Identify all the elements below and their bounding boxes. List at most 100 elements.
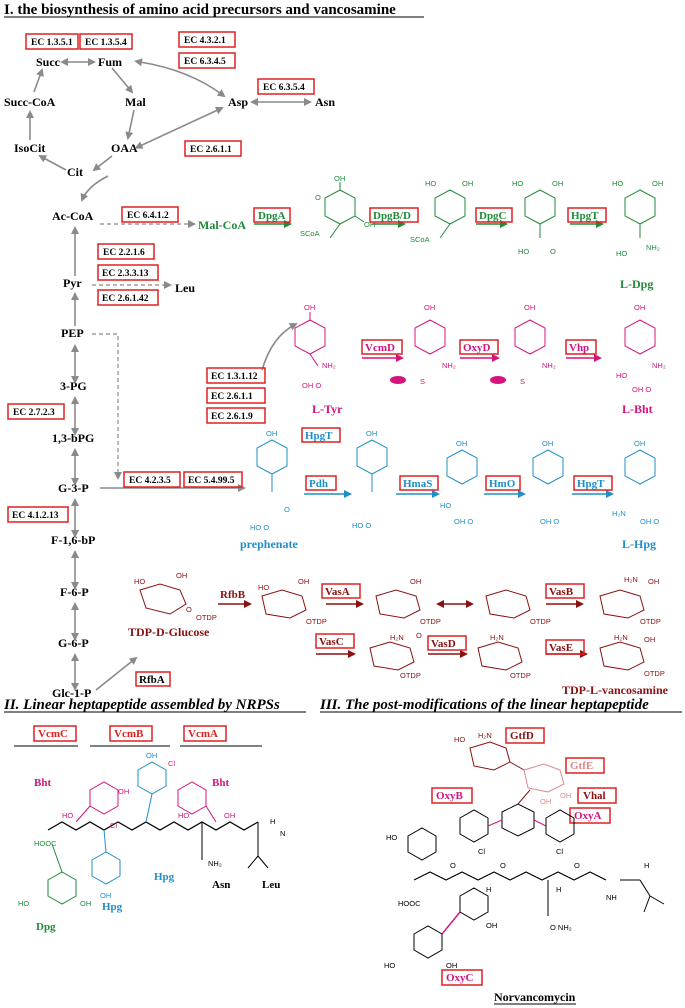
svg-text:OH: OH <box>540 797 551 806</box>
svg-text:O: O <box>450 861 456 870</box>
svg-text:N: N <box>280 829 285 838</box>
enzyme-box <box>315 633 355 649</box>
enzyme-box <box>321 583 361 599</box>
metabolite-asp: Asp <box>228 95 248 109</box>
metabolite-asn: Asn <box>315 95 335 109</box>
nrps-heptapeptide: VcmC VcmB VcmA OH Cl HO Bht OH Hpg OH Hp… <box>14 725 285 933</box>
svg-text:OH: OH <box>410 577 421 586</box>
product-l-dpg: L-Dpg <box>620 277 653 291</box>
dpg-intermediate-2: HO OH SCoA <box>410 179 473 244</box>
svg-text:OH: OH <box>652 179 663 188</box>
ec-label: EC 6.3.4.5 <box>184 57 226 67</box>
sugar-intermediate-2: OH OTDP <box>375 577 441 626</box>
l-dpg-structure: HO OH NH₂ HO <box>612 179 663 258</box>
svg-text:H₂N: H₂N <box>478 731 492 740</box>
product-l-bht: L-Bht <box>622 402 653 416</box>
enzyme-vasa: VasA <box>325 586 350 598</box>
ec-label: EC 4.2.3.5 <box>129 476 171 486</box>
svg-text:OH: OH <box>298 577 309 586</box>
svg-text:OTDP: OTDP <box>510 671 531 680</box>
ec-box <box>178 31 236 48</box>
metabolite-glc1p: Glc-1-P <box>52 686 91 700</box>
svg-text:OH: OH <box>334 174 345 183</box>
sugar-intermediate-3: OTDP <box>485 589 551 626</box>
svg-text:Cl: Cl <box>556 847 563 856</box>
ec-box <box>206 407 266 424</box>
label-leu: Leu <box>262 879 280 891</box>
ec-box <box>79 33 133 50</box>
sugar-intermediate-5: H₂N O OTDP <box>369 631 422 680</box>
sugar-intermediate-6: H₂N OTDP <box>477 633 531 680</box>
prephenate-structure: OH O HO O <box>250 429 290 532</box>
hpg-intermediate-3: OH OH O <box>532 439 564 526</box>
svg-text:OH: OH <box>364 220 375 229</box>
bht-residue-2: Cl HO OH <box>168 759 235 823</box>
svg-text:S: S <box>420 377 425 386</box>
svg-text:OTDP: OTDP <box>306 617 327 626</box>
enzyme-gtfe: GtfE <box>570 760 593 772</box>
leu-residue: H N <box>247 817 285 869</box>
l-bht-structure: OH NH₂ HO OH O <box>616 303 666 394</box>
metabolite-cit: Cit <box>67 165 83 179</box>
svg-text:H₂N: H₂N <box>624 575 638 584</box>
svg-text:H₂N: H₂N <box>390 633 404 642</box>
metabolite-mal-coa: Mal-CoA <box>198 218 246 232</box>
svg-text:OH: OH <box>446 961 457 970</box>
svg-text:O: O <box>574 861 580 870</box>
enzyme-box <box>399 475 439 491</box>
svg-text:H: H <box>556 885 561 894</box>
sugar-pathway: HO OH O OTDP TDP-D-Glucose RfbB HO OH OT… <box>95 571 669 697</box>
svg-text:NH₂: NH₂ <box>442 361 456 370</box>
label-asn: Asn <box>212 879 230 891</box>
svg-text:OH: OH <box>80 899 91 908</box>
enzyme-box <box>33 725 77 742</box>
enzyme-box <box>109 725 153 742</box>
ec-box <box>206 367 266 384</box>
svg-text:OTDP: OTDP <box>196 613 217 622</box>
bht-intermediate-1: OH NH₂ S <box>390 303 456 386</box>
enzyme-box <box>565 339 597 355</box>
ec-box <box>7 506 69 523</box>
metabolite-13bpg: 1,3-bPG <box>52 431 94 445</box>
svg-text:HO O: HO O <box>250 523 269 532</box>
svg-text:HO: HO <box>425 179 436 188</box>
product-norvancomycin: Norvancomycin <box>494 990 576 1004</box>
svg-text:H: H <box>644 861 649 870</box>
svg-text:OTDP: OTDP <box>644 669 665 678</box>
enzyme-box <box>545 639 585 655</box>
enzyme-vase: VasE <box>549 642 573 654</box>
metabolite-prephenate: prephenate <box>240 537 298 551</box>
metabolite-oaa: OAA <box>111 141 138 155</box>
section-2-title: II. Linear heptapeptide assembled by NRP… <box>3 697 280 713</box>
label-hpg-1: Hpg <box>154 871 175 883</box>
ec-box <box>7 403 65 420</box>
svg-text:OH: OH <box>634 303 645 312</box>
svg-text:OH: OH <box>424 303 435 312</box>
ec-label: EC 1.3.5.1 <box>31 38 73 48</box>
svg-text:H: H <box>486 885 491 894</box>
svg-text:O: O <box>315 193 321 202</box>
svg-text:OTDP: OTDP <box>420 617 441 626</box>
svg-text:NH₂: NH₂ <box>652 361 666 370</box>
ec-label: EC 6.4.1.2 <box>127 211 169 221</box>
hpg-intermediate-2: OH HO OH O <box>440 439 478 526</box>
metabolite-pyr: Pyr <box>63 276 82 290</box>
svg-text:OTDP: OTDP <box>640 617 661 626</box>
svg-text:OH O: OH O <box>454 517 473 526</box>
dpg-pathway: Mal-CoA DpgA OH O SCoA OH DpgB/D HO OH S… <box>198 174 663 291</box>
svg-text:HO: HO <box>512 179 523 188</box>
ec-label: EC 2.6.1.1 <box>211 392 253 402</box>
svg-text:OH O: OH O <box>640 517 659 526</box>
svg-text:HO: HO <box>386 833 397 842</box>
ec-box <box>25 33 79 50</box>
svg-text:OH: OH <box>552 179 563 188</box>
tdp-glucose-structure: HO OH O OTDP <box>134 571 217 622</box>
l-hpg-structure: OH H₂N OH O <box>612 439 659 526</box>
ec-label: EC 2.2.1.6 <box>103 248 145 258</box>
section-3-title: III. The post-modifications of the linea… <box>319 697 649 713</box>
svg-text:NH₂: NH₂ <box>542 361 556 370</box>
ec-label: EC 5.4.99.5 <box>188 476 235 486</box>
enzyme-vhal: Vhal <box>583 790 606 802</box>
svg-text:OH: OH <box>176 571 187 580</box>
